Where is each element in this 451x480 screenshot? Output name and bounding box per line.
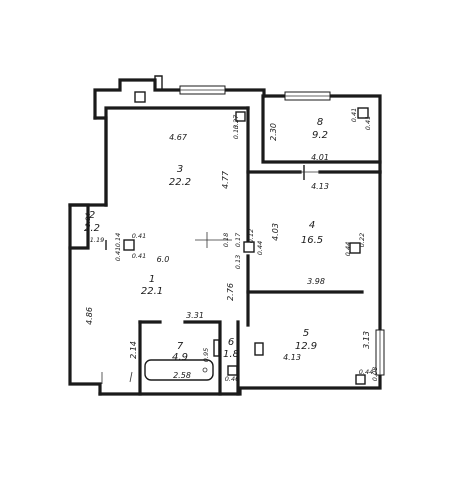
dim-041b: 0.41 [364, 116, 372, 130]
dim-041a: 0.41 [350, 108, 358, 122]
column-mid [243, 241, 255, 253]
room-6-number: 6 [228, 337, 234, 348]
inner-walls [68, 94, 382, 396]
dimension-labels: 4.67 4.77 6.0 4.03 4.01 4.13 3.98 2.76 3… [84, 108, 379, 383]
dim-044b: 0.44 [344, 242, 352, 256]
bath-sink [213, 339, 220, 357]
room-1-number: 1 [149, 274, 155, 285]
column-3 [235, 111, 246, 122]
dim-084: 0.84 [84, 213, 92, 227]
dim-276: 2.76 [226, 283, 235, 301]
column-right [349, 242, 361, 254]
room-7-number: 7 [177, 341, 184, 352]
dim-401: 4.01 [311, 153, 329, 162]
dim-258: 2.58 [173, 371, 191, 380]
dim-413a: 4.13 [311, 182, 329, 191]
dim-477: 4.77 [221, 170, 230, 189]
column-bottom [355, 374, 366, 385]
dim-403: 4.03 [271, 223, 280, 241]
dim-214: 2.14 [129, 341, 138, 359]
dim-600: 6.0 [157, 255, 170, 264]
room-5-number: 5 [303, 328, 309, 339]
dim-331: 3.31 [186, 311, 204, 320]
columns [123, 91, 369, 385]
room-1-area: 22.1 [141, 286, 163, 297]
room-labels: 3 22.2 8 9.2 2 2.2 4 16.5 1 22.1 5 12.9 … [84, 117, 328, 363]
dim-046: 0.46 [225, 375, 239, 383]
dim-018: 0.18 [222, 233, 230, 247]
dim-398: 3.98 [307, 277, 325, 286]
dim-467: 4.67 [169, 133, 188, 142]
dim-013b: 0.13 [234, 255, 242, 269]
dim-313: 3.13 [362, 331, 371, 349]
dim-027: 0.27 [232, 114, 240, 129]
dim-013a: 0.13 [232, 125, 240, 139]
dim-044a: 0.44 [256, 241, 264, 255]
room-2-number: 2 [89, 210, 95, 221]
room-8-number: 8 [317, 117, 323, 128]
bathtub-drain [202, 367, 208, 373]
kitchen-fixture [254, 342, 264, 356]
column-top [134, 91, 146, 103]
fixtures [101, 165, 320, 384]
room-6-area: 1.8 [223, 349, 239, 360]
dim-044c: 0.44 [359, 368, 373, 376]
room-4-area: 16.5 [301, 235, 323, 246]
dim-230: 2.30 [269, 123, 278, 141]
room-3-area: 22.2 [169, 177, 191, 188]
dim-119: 1.19 [90, 236, 104, 244]
room-3-number: 3 [177, 164, 183, 175]
dim-413b: 4.13 [283, 353, 301, 362]
column-left [123, 239, 135, 251]
dim-014: 0.14 [114, 233, 122, 247]
room-5-area: 12.9 [295, 341, 317, 352]
dim-095: 0.95 [202, 348, 210, 362]
bathtub [144, 359, 214, 381]
dim-041d: 0.41 [132, 252, 146, 260]
dim-008: 0.08 [371, 367, 379, 381]
column-8 [357, 107, 369, 119]
room-8-area: 9.2 [312, 130, 328, 141]
dim-017: 0.17 [234, 232, 242, 247]
dim-041c: 0.41 [132, 232, 146, 240]
dim-041e: 0.41 [114, 247, 122, 261]
dim-486: 4.86 [85, 307, 94, 325]
room-7-area: 4.9 [172, 352, 188, 363]
dim-012: 0.12 [247, 229, 255, 243]
room-2-area: 2.2 [84, 223, 100, 234]
dim-022: 0.22 [358, 233, 366, 247]
windows [179, 85, 385, 376]
column-bath [227, 365, 238, 376]
room-4-number: 4 [309, 220, 315, 231]
